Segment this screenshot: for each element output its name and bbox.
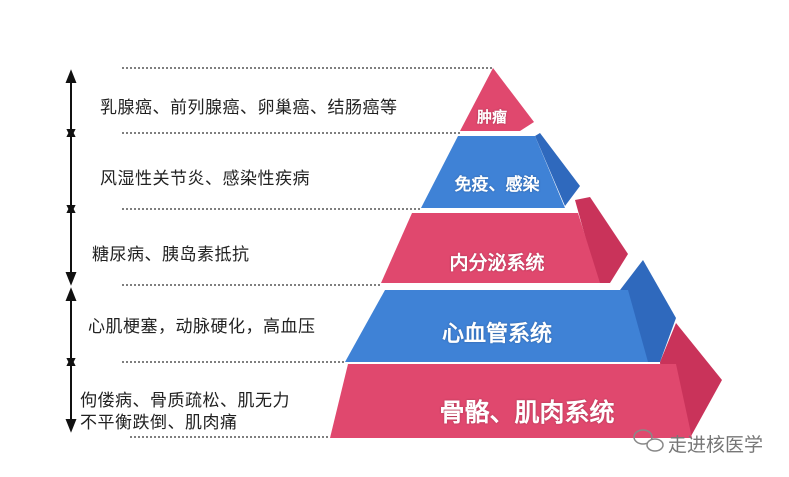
watermark-text: 走进核医学 [668, 434, 764, 456]
tier-1-diseases: 乳腺癌、前列腺癌、卵巢癌、结肠癌等 [100, 98, 398, 118]
tier-4-label: 心血管系统 [441, 322, 553, 347]
dotted-guides [122, 67, 493, 438]
tier-1-front [460, 68, 534, 131]
tier-4-front [345, 290, 648, 362]
tier-5-diseases-line2: 不平衡跌倒、肌肉痛 [80, 413, 238, 433]
tier-3-side [575, 197, 628, 283]
tier-5-diseases-line1: 佝偻病、骨质疏松、肌无力 [80, 391, 290, 411]
tier-3-diseases: 糖尿病、胰岛素抵抗 [92, 245, 250, 265]
tier-5-label: 骨骼、肌肉系统 [439, 398, 615, 427]
tier-3-front [381, 213, 600, 283]
tier-4-diseases: 心肌梗塞，动脉硬化，高血压 [88, 317, 316, 337]
tier-5-front [330, 364, 692, 438]
tier-2-label: 免疫、感染 [454, 175, 540, 195]
tier-3-label: 内分泌系统 [449, 252, 545, 274]
tier-1-label: 肿瘤 [476, 108, 508, 126]
tier-2-diseases: 风湿性关节炎、感染性疾病 [100, 169, 310, 189]
tier-2-side [535, 133, 580, 206]
tier-2-front [421, 136, 565, 208]
tier-4-side [620, 260, 676, 362]
range-arrows [65, 69, 77, 433]
